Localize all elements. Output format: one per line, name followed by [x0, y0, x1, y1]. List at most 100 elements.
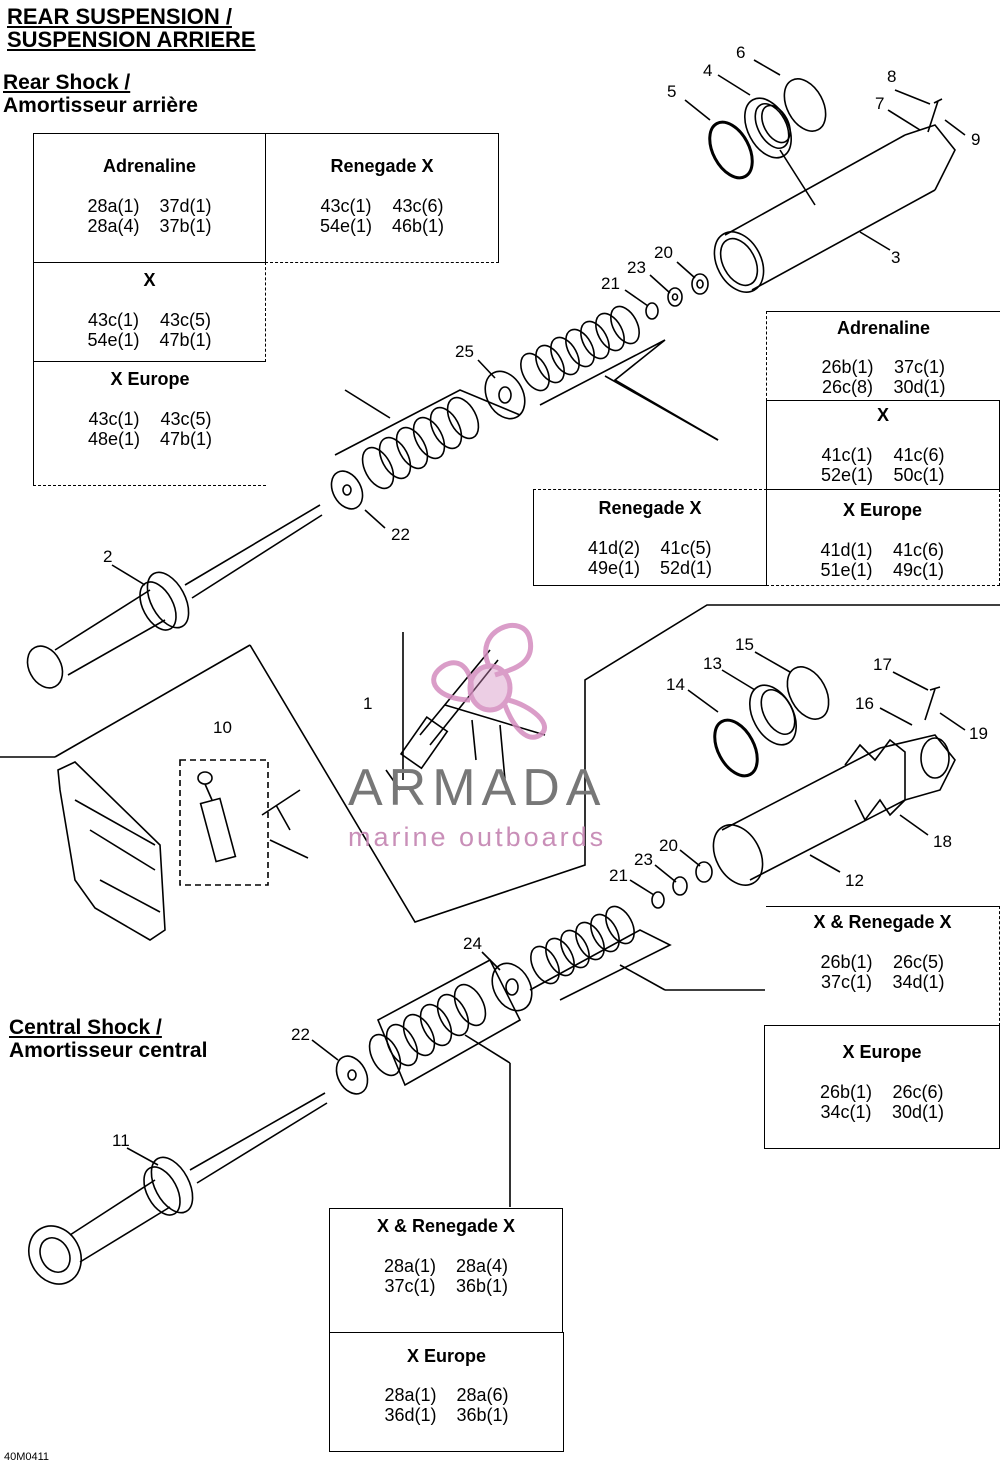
- code: 49c(1): [892, 560, 945, 580]
- callout-18: 18: [933, 832, 952, 851]
- code: 30d(1): [891, 1102, 945, 1122]
- code: 52e(1): [820, 465, 874, 485]
- code: 49e(1): [587, 558, 641, 578]
- code: 26b(1): [821, 357, 874, 377]
- central-screw-17: [924, 686, 941, 721]
- code: 36b(1): [455, 1276, 509, 1296]
- spec-box-x-renegade-x-central-bottom: X & Renegade X 28a(1) 28a(4) 37c(1) 36b(1): [329, 1208, 563, 1333]
- spec-box-title: X & Renegade X: [376, 1216, 516, 1236]
- spec-box-codes: 41d(1)41c(6) 51e(1)49c(1): [766, 540, 999, 580]
- callout-14: 14: [666, 675, 685, 694]
- central-washer-23: [672, 876, 688, 896]
- spec-box-title: X Europe: [110, 369, 190, 389]
- spec-box-title: X: [143, 270, 156, 290]
- callout-25: 25: [455, 342, 474, 361]
- rear-washer-21: [645, 302, 659, 320]
- callout-22: 22: [391, 525, 410, 544]
- code: 41d(2): [587, 538, 641, 558]
- code: 37c(1): [820, 972, 873, 992]
- spec-box-codes: 41d(2)41c(5) 49e(1)52d(1): [534, 538, 766, 578]
- shock-detail-10: [197, 771, 309, 863]
- code: 43c(1): [87, 310, 140, 330]
- callout-21: 21: [601, 274, 620, 293]
- code: 28a(4): [455, 1256, 509, 1276]
- code: 43c(6): [392, 196, 444, 216]
- callout-5: 5: [667, 82, 677, 101]
- spec-box-codes: 43c(1)43c(5) 48e(1)47b(1): [34, 409, 266, 449]
- rear-frame-assembly: [57, 761, 166, 941]
- code: 34d(1): [892, 972, 945, 992]
- page-title-line1: REAR SUSPENSION /: [7, 4, 232, 29]
- code: 28a(4): [87, 216, 140, 236]
- callout-9: 9: [971, 130, 981, 149]
- rear-shock-body-2: [26, 504, 323, 689]
- spec-box-adrenaline-right: Adrenaline 26b(1)37c(1) 26c(8)30d(1): [766, 311, 1000, 401]
- figure-reference: 40M0411: [4, 1451, 50, 1463]
- central-shock-body-11: [28, 1092, 328, 1285]
- code: 28a(6): [456, 1385, 509, 1405]
- code: 36b(1): [456, 1405, 509, 1425]
- code: 26c(6): [892, 1082, 944, 1102]
- page-title: REAR SUSPENSION / SUSPENSION ARRIERE: [7, 5, 256, 51]
- spec-box-x-rear: X 43c(1)43c(5) 54e(1)47b(1): [33, 262, 266, 362]
- code: 41d(1): [820, 540, 873, 560]
- spec-box-x-europe-central-bottom: X Europe 28a(1)28a(6) 36d(1)36b(1): [329, 1332, 564, 1452]
- detail-panel-frame: [249, 604, 1000, 923]
- spec-box-adrenaline-rear: Adrenaline 28a(1)37d(1) 28a(4)37b(1): [33, 133, 266, 263]
- rear-shock-cylinder: [713, 124, 956, 293]
- code: 37c(1): [384, 1276, 436, 1296]
- central-oring-14: [713, 718, 759, 778]
- central-nut-20: [695, 861, 713, 883]
- spec-box-renegade-x-rear: Renegade X 43c(1)43c(6) 54e(1)46b(1): [265, 133, 499, 263]
- spec-box-title: Adrenaline: [102, 156, 197, 176]
- callout-1: 1: [363, 694, 373, 713]
- callout-20: 20: [654, 243, 673, 262]
- code: 26c(8): [821, 377, 874, 397]
- code: 48e(1): [87, 429, 141, 449]
- rear-nut-20: [691, 273, 709, 295]
- spec-box-title: Renegade X: [598, 498, 702, 518]
- rear-disc-6: [783, 78, 827, 132]
- page-title-line2: SUSPENSION ARRIERE: [7, 27, 256, 52]
- code: 43c(1): [320, 196, 372, 216]
- spec-box-title: Renegade X: [330, 156, 434, 176]
- central-shock-heading-line2: Amortisseur central: [9, 1039, 208, 1062]
- callout-13: 13: [703, 654, 722, 673]
- code: 26c(5): [892, 952, 945, 972]
- callout-19: 19: [969, 724, 988, 743]
- callout-8: 8: [887, 67, 897, 86]
- callout-3: 3: [891, 248, 901, 267]
- spec-box-title: X Europe: [406, 1346, 486, 1366]
- spec-box-title: X Europe: [842, 500, 922, 520]
- code: 37b(1): [159, 216, 212, 236]
- rear-shock-heading: Rear Shock / Amortisseur arrière: [3, 71, 198, 117]
- spec-box-x-renegade-x-central-right: X & Renegade X 26b(1)26c(5) 37c(1)34d(1): [766, 906, 1000, 1026]
- code: 41c(1): [821, 445, 873, 465]
- rear-shock-heading-line1: Rear Shock /: [3, 71, 131, 94]
- callout-17: 17: [873, 655, 892, 674]
- spec-box-title: X & Renegade X: [813, 912, 952, 932]
- central-shock-heading: Central Shock / Amortisseur central: [9, 1016, 207, 1062]
- callout-11: 11: [112, 1131, 130, 1150]
- watermark-tagline: marine outboards: [348, 822, 607, 852]
- watermark-brand: ARMADA: [348, 759, 607, 817]
- callout-2: 2: [103, 547, 113, 566]
- code: 37d(1): [159, 196, 212, 216]
- code: 34c(1): [820, 1102, 872, 1122]
- central-washer-22: [335, 1055, 369, 1095]
- code: 36d(1): [384, 1405, 437, 1425]
- code: 41c(6): [893, 445, 945, 465]
- code: 43c(5): [159, 310, 212, 330]
- spec-box-codes: 26b(1)26c(5) 37c(1)34d(1): [766, 952, 999, 992]
- spec-box-codes: 26b(1)26c(6) 34c(1)30d(1): [765, 1082, 999, 1122]
- rear-small-spring: [520, 305, 640, 392]
- code: 51e(1): [820, 560, 873, 580]
- spec-box-title: X Europe: [842, 1042, 922, 1062]
- central-washer-21: [651, 891, 665, 909]
- callout-24: 24: [463, 934, 482, 953]
- code: 28a(1): [383, 1256, 437, 1276]
- callout-21-central: 21: [609, 866, 628, 885]
- watermark-logo-shape: [431, 622, 547, 740]
- spec-box-x-europe-central-right: X Europe 26b(1)26c(6) 34c(1)30d(1): [764, 1025, 1000, 1149]
- spec-box-codes: 28a(1)28a(6) 36d(1)36b(1): [330, 1385, 563, 1425]
